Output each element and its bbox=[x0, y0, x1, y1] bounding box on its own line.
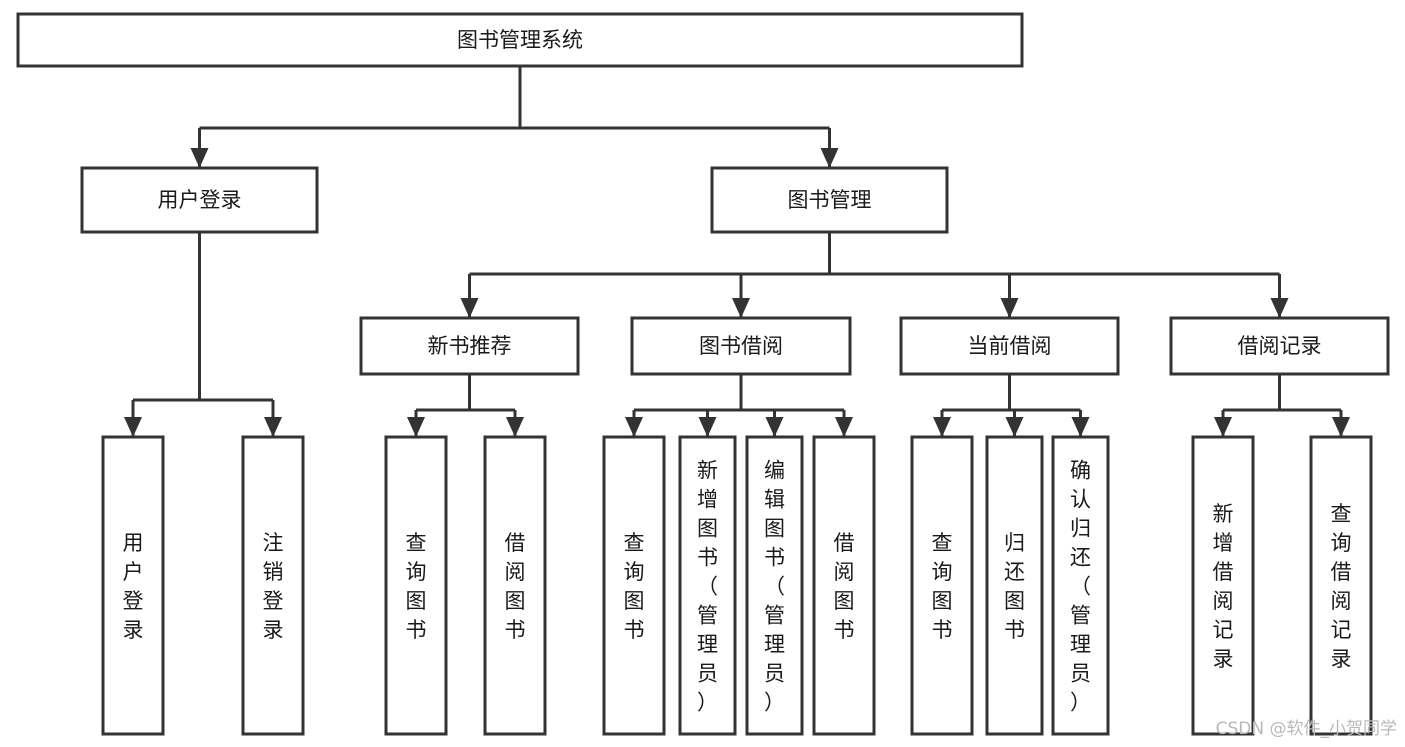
node-leaf-query-borrow-record-label: 查询借阅记录 bbox=[1331, 502, 1352, 671]
node-leaf-query-book-3-box bbox=[910, 435, 974, 736]
node-leaf-query-book-1-label: 查询图书 bbox=[406, 531, 427, 642]
user-login-arrow-0 bbox=[124, 417, 142, 437]
node-leaf-add-book-admin-box bbox=[678, 435, 737, 736]
node-leaf-query-book-1[interactable]: 查询图书 bbox=[384, 435, 448, 736]
node-leaf-logout-box bbox=[241, 435, 305, 736]
node-leaf-query-borrow-record-box bbox=[1309, 435, 1373, 736]
root-arrow-0 bbox=[190, 148, 209, 168]
root-arrow-1 bbox=[820, 148, 839, 168]
node-leaf-query-book-1-box bbox=[384, 435, 448, 736]
node-new-book-recommend-label: 新书推荐 bbox=[428, 334, 512, 358]
book-management-arrow-2 bbox=[1000, 298, 1019, 318]
user-login-arrow-1 bbox=[264, 417, 282, 437]
node-leaf-logout[interactable]: 注销登录 bbox=[241, 435, 305, 736]
new-book-recommend-arrow-1 bbox=[506, 417, 524, 437]
node-leaf-edit-book-admin-box bbox=[745, 435, 804, 736]
node-leaf-user-login-label: 用户登录 bbox=[123, 531, 144, 642]
node-leaf-add-borrow-record-label: 新增借阅记录 bbox=[1213, 502, 1234, 671]
node-leaf-logout-label: 注销登录 bbox=[263, 531, 284, 642]
node-leaf-return-book-label: 归还图书 bbox=[1004, 531, 1025, 642]
node-leaf-borrow-book-2-box bbox=[812, 435, 876, 736]
book-management-arrow-3 bbox=[1270, 298, 1289, 318]
node-user-login[interactable]: 用户登录 bbox=[80, 166, 319, 234]
node-current-borrow-label: 当前借阅 bbox=[968, 334, 1052, 358]
node-root[interactable]: 图书管理系统 bbox=[16, 12, 1024, 68]
node-new-book-recommend[interactable]: 新书推荐 bbox=[359, 316, 580, 376]
node-leaf-query-book-3[interactable]: 查询图书 bbox=[910, 435, 974, 736]
node-book-management-box bbox=[710, 166, 949, 234]
node-leaf-return-book-box bbox=[985, 435, 1044, 736]
node-leaf-borrow-book-2-label: 借阅图书 bbox=[834, 531, 855, 642]
node-new-book-recommend-box bbox=[359, 316, 580, 376]
node-leaf-borrow-book-1[interactable]: 借阅图书 bbox=[483, 435, 547, 736]
node-borrow-record-label: 借阅记录 bbox=[1238, 334, 1322, 358]
node-book-management-label: 图书管理 bbox=[788, 188, 872, 212]
node-book-borrow[interactable]: 图书借阅 bbox=[630, 316, 852, 376]
node-user-login-box bbox=[80, 166, 319, 234]
book-borrow-arrow-1 bbox=[698, 417, 717, 437]
node-leaf-confirm-return-admin[interactable]: 确认归还（管理员） bbox=[1051, 435, 1110, 736]
book-management-arrow-1 bbox=[732, 298, 750, 318]
node-leaf-query-book-3-label: 查询图书 bbox=[932, 531, 953, 642]
node-leaf-confirm-return-admin-box bbox=[1051, 435, 1110, 736]
node-leaf-query-book-2[interactable]: 查询图书 bbox=[602, 435, 666, 736]
node-leaf-borrow-book-1-label: 借阅图书 bbox=[505, 531, 526, 642]
node-leaf-query-book-2-label: 查询图书 bbox=[624, 531, 645, 642]
node-leaf-user-login[interactable]: 用户登录 bbox=[101, 435, 165, 736]
borrow-record-arrow-1 bbox=[1332, 417, 1350, 437]
node-borrow-record-box bbox=[1169, 316, 1390, 376]
borrow-record-arrow-0 bbox=[1214, 417, 1232, 437]
current-borrow-arrow-1 bbox=[1005, 417, 1024, 437]
node-leaf-borrow-book-2[interactable]: 借阅图书 bbox=[812, 435, 876, 736]
current-borrow-arrow-2 bbox=[1071, 417, 1090, 437]
new-book-recommend-arrow-0 bbox=[407, 417, 425, 437]
node-layer: 图书管理系统用户登录图书管理新书推荐图书借阅当前借阅借阅记录用户登录注销登录查询… bbox=[16, 12, 1390, 736]
node-leaf-edit-book-admin-label: 编辑图书（管理员） bbox=[764, 459, 785, 715]
node-leaf-add-borrow-record[interactable]: 新增借阅记录 bbox=[1191, 435, 1255, 736]
book-borrow-arrow-3 bbox=[835, 417, 853, 437]
node-root-box bbox=[16, 12, 1024, 68]
node-root-label: 图书管理系统 bbox=[457, 28, 583, 52]
node-leaf-query-borrow-record[interactable]: 查询借阅记录 bbox=[1309, 435, 1373, 736]
node-current-borrow[interactable]: 当前借阅 bbox=[899, 316, 1120, 376]
node-borrow-record[interactable]: 借阅记录 bbox=[1169, 316, 1390, 376]
node-leaf-add-borrow-record-box bbox=[1191, 435, 1255, 736]
node-current-borrow-box bbox=[899, 316, 1120, 376]
node-leaf-query-book-2-box bbox=[602, 435, 666, 736]
connector-layer bbox=[124, 66, 1350, 437]
node-book-borrow-box bbox=[630, 316, 852, 376]
node-leaf-add-book-admin[interactable]: 新增图书（管理员） bbox=[678, 435, 737, 736]
node-book-borrow-label: 图书借阅 bbox=[699, 334, 783, 358]
node-leaf-return-book[interactable]: 归还图书 bbox=[985, 435, 1044, 736]
book-borrow-arrow-2 bbox=[765, 417, 784, 437]
book-borrow-arrow-0 bbox=[625, 417, 643, 437]
node-user-login-label: 用户登录 bbox=[158, 188, 242, 212]
node-leaf-user-login-box bbox=[101, 435, 165, 736]
node-leaf-edit-book-admin[interactable]: 编辑图书（管理员） bbox=[745, 435, 804, 736]
node-leaf-borrow-book-1-box bbox=[483, 435, 547, 736]
node-leaf-add-book-admin-label: 新增图书（管理员） bbox=[697, 459, 718, 715]
node-book-management[interactable]: 图书管理 bbox=[710, 166, 949, 234]
current-borrow-arrow-0 bbox=[933, 417, 951, 437]
book-management-arrow-0 bbox=[460, 298, 479, 318]
node-leaf-confirm-return-admin-label: 确认归还（管理员） bbox=[1070, 459, 1091, 715]
